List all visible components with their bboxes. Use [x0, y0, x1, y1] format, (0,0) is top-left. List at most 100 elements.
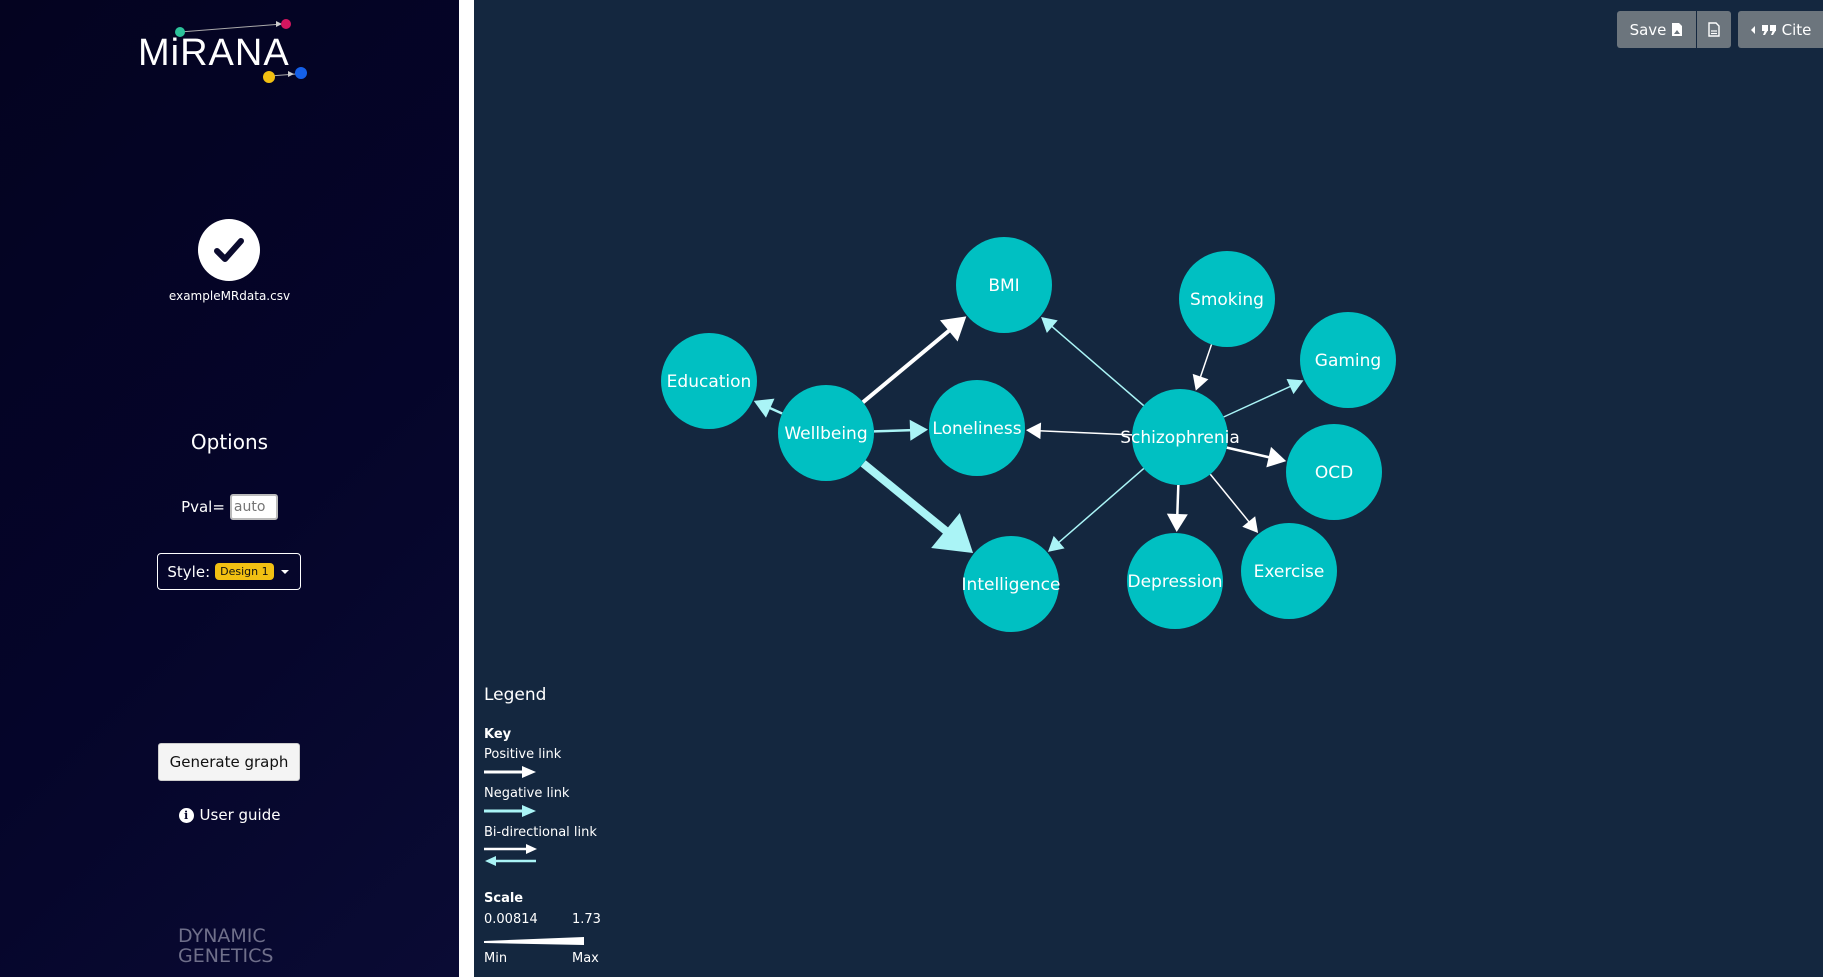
node-circle[interactable] — [661, 333, 757, 429]
node-label: Smoking — [1190, 290, 1264, 310]
upload-success-icon — [198, 219, 260, 281]
node-education[interactable]: Education — [661, 333, 757, 429]
node-label: Exercise — [1254, 562, 1325, 582]
quote-icon — [1761, 24, 1776, 35]
edge-schizophrenia-to-exercise[interactable] — [1209, 473, 1251, 524]
node-schizophrenia[interactable]: Schizophrenia — [1120, 389, 1240, 485]
node-exercise[interactable]: Exercise — [1241, 523, 1337, 619]
node-smoking[interactable]: Smoking — [1179, 251, 1275, 347]
pval-label: Pval= — [181, 498, 225, 516]
node-depression[interactable]: Depression — [1127, 533, 1223, 629]
node-circle[interactable] — [956, 237, 1052, 333]
arrowhead-schizophrenia-to-bmi — [1041, 317, 1058, 333]
arrowhead-schizophrenia-to-exercise — [1242, 516, 1259, 533]
dg-logo-line-2: GENETICS — [178, 945, 274, 967]
caret-left-icon — [1750, 25, 1755, 34]
node-circle[interactable] — [1300, 312, 1396, 408]
mirana-logo: MiRANA — [138, 19, 307, 83]
node-label: Gaming — [1315, 351, 1381, 371]
edge-schizophrenia-to-intelligence[interactable] — [1057, 467, 1145, 545]
style-value-badge: Design 1 — [215, 563, 274, 580]
legend-title: Legend — [484, 685, 547, 705]
node-circle[interactable] — [1286, 424, 1382, 520]
scale-max-value: 1.73 — [572, 912, 601, 927]
cite-label: Cite — [1781, 20, 1812, 39]
node-circle[interactable] — [1179, 251, 1275, 347]
edge-wellbeing-to-loneliness[interactable] — [873, 428, 913, 433]
scale-min-value: 0.00814 — [484, 912, 538, 927]
legend-scale-title: Scale — [484, 891, 524, 906]
legend-negative-label: Negative link — [484, 786, 570, 801]
edge-smoking-to-schizophrenia[interactable] — [1199, 344, 1213, 379]
arrowhead-schizophrenia-to-loneliness — [1025, 422, 1042, 440]
edge-schizophrenia-to-loneliness[interactable] — [1038, 429, 1133, 436]
user-guide-link[interactable]: i User guide — [0, 806, 459, 824]
node-circle[interactable] — [1241, 523, 1337, 619]
legend-key-title: Key — [484, 727, 512, 742]
arrowhead-schizophrenia-to-gaming — [1286, 379, 1304, 395]
scale-max-label: Max — [572, 951, 599, 966]
sidebar: MiRANA exampleMRdata.csv Options Pval= S… — [0, 0, 459, 977]
style-label: Style: — [167, 562, 211, 581]
node-circle[interactable] — [1127, 533, 1223, 629]
legend-bidirectional-label: Bi-directional link — [484, 825, 597, 840]
node-ocd[interactable]: OCD — [1286, 424, 1382, 520]
node-label: Wellbeing — [784, 424, 867, 444]
node-circle[interactable] — [778, 385, 874, 481]
save-label: Save — [1629, 20, 1667, 39]
dynamic-genetics-logo: DYNAMIC GENETICS — [178, 926, 282, 976]
node-wellbeing[interactable]: Wellbeing — [778, 385, 874, 481]
edge-schizophrenia-to-bmi[interactable] — [1050, 324, 1145, 407]
pval-input[interactable] — [229, 494, 278, 520]
arrowhead-wellbeing-to-intelligence — [931, 512, 974, 554]
bidirectional-link-arrow-icon — [484, 844, 537, 866]
node-gaming[interactable]: Gaming — [1300, 312, 1396, 408]
node-label: Intelligence — [962, 575, 1061, 595]
positive-link-arrow-icon — [484, 766, 536, 778]
edge-schizophrenia-to-ocd[interactable] — [1226, 446, 1271, 459]
edge-schizophrenia-to-depression[interactable] — [1176, 484, 1180, 517]
node-loneliness[interactable]: Loneliness — [929, 380, 1025, 476]
node-circle[interactable] — [1132, 389, 1228, 485]
cite-button[interactable]: Cite — [1738, 11, 1823, 48]
node-intelligence[interactable]: Intelligence — [962, 536, 1061, 632]
check-icon — [214, 238, 244, 262]
edge-wellbeing-to-education[interactable] — [767, 406, 783, 415]
scale-min-label: Min — [484, 951, 508, 966]
caret-down-icon — [280, 569, 289, 574]
legend-positive-label: Positive link — [484, 747, 562, 762]
node-circle[interactable] — [929, 380, 1025, 476]
generate-graph-button[interactable]: Generate graph — [158, 743, 300, 781]
edge-schizophrenia-to-gaming[interactable] — [1223, 385, 1293, 418]
logo-text: MiRANA — [138, 32, 290, 74]
node-label: Schizophrenia — [1120, 428, 1240, 448]
edge-wellbeing-to-bmi[interactable] — [861, 328, 952, 404]
arrowhead-schizophrenia-to-intelligence — [1047, 535, 1065, 552]
style-dropdown[interactable]: Style: Design 1 — [157, 553, 301, 590]
uploaded-file-name: exampleMRdata.csv — [168, 289, 291, 303]
export-pdf-button[interactable] — [1697, 11, 1731, 48]
edge-wellbeing-to-intelligence[interactable] — [860, 460, 950, 535]
info-icon: i — [178, 807, 194, 823]
node-label: BMI — [988, 276, 1019, 296]
arrowhead-smoking-to-schizophrenia — [1192, 373, 1209, 391]
edges-layer — [753, 316, 1304, 554]
arrowhead-schizophrenia-to-depression — [1166, 513, 1188, 533]
dg-logo-line-1: DYNAMIC — [178, 925, 266, 947]
pval-row: Pval= — [0, 494, 459, 520]
arrowhead-schizophrenia-to-ocd — [1266, 446, 1287, 468]
node-label: OCD — [1315, 463, 1353, 483]
node-bmi[interactable]: BMI — [956, 237, 1052, 333]
save-button[interactable]: Save — [1617, 11, 1696, 48]
negative-link-arrow-icon — [484, 805, 536, 817]
node-circle[interactable] — [963, 536, 1059, 632]
file-pdf-icon — [1708, 22, 1720, 37]
node-label: Depression — [1127, 572, 1222, 592]
scale-wedge-icon — [484, 937, 584, 945]
arrowhead-wellbeing-to-education — [753, 398, 775, 418]
node-label: Education — [667, 372, 752, 392]
user-guide-label: User guide — [199, 806, 281, 824]
panel-divider — [459, 0, 474, 977]
